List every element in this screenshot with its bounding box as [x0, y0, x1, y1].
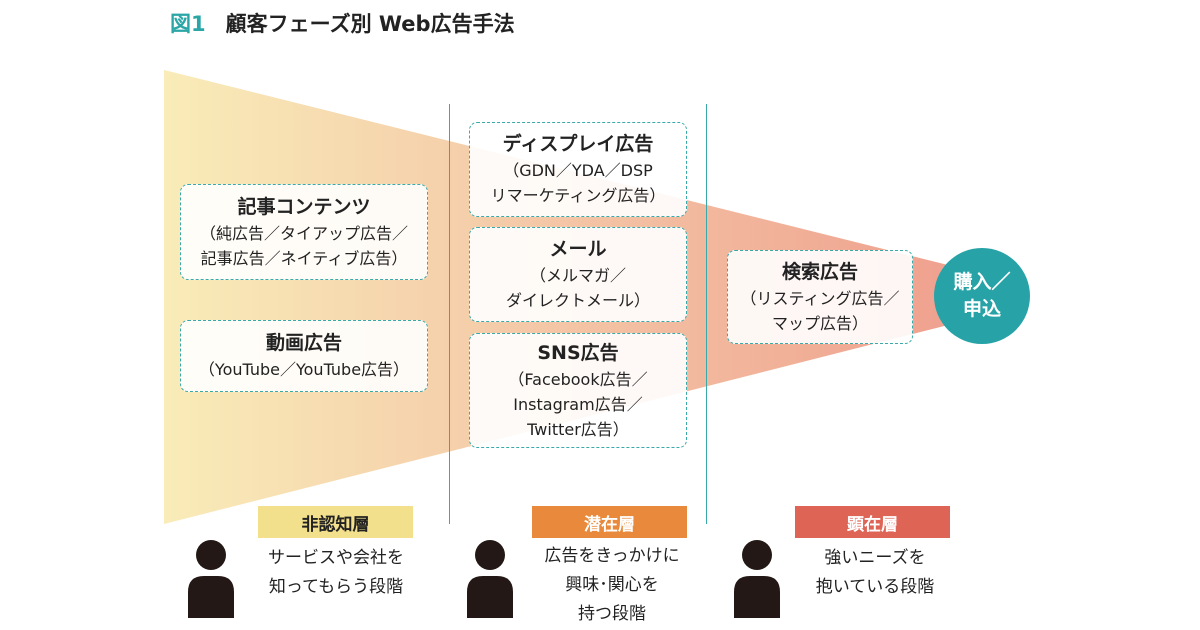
search-ad-box: 検索広告 （リスティング広告／ マップ広告）: [727, 250, 913, 344]
person-icon: [188, 540, 234, 618]
description-line: 強いニーズを: [824, 548, 926, 568]
stage-badge-unaware: 非認知層: [258, 506, 413, 538]
description-line: 抱いている段階: [815, 577, 935, 597]
person-icon: [734, 540, 780, 618]
stage-description-overt: 強いニーズを 抱いている段階: [790, 544, 960, 602]
purchase-goal-circle: 購入／ 申込: [934, 248, 1030, 344]
box-line: （メルマガ／: [529, 266, 626, 285]
stage-badge-latent: 潜在層: [532, 506, 687, 538]
box-line: リマーケティング広告）: [490, 186, 666, 205]
box-title: ディスプレイ広告: [502, 133, 654, 155]
box-title: 動画広告: [265, 332, 342, 354]
stage-label: 潜在層: [584, 514, 635, 535]
column-divider: [706, 104, 707, 524]
description-line: サービスや会社を: [268, 548, 404, 568]
display-ad-box: ディスプレイ広告 （GDN／YDA／DSP リマーケティング広告）: [469, 122, 687, 217]
column-divider: [449, 104, 450, 524]
box-line: （純広告／タイアップ広告／: [199, 223, 408, 243]
stage-description-unaware: サービスや会社を 知ってもらう段階: [250, 544, 422, 602]
mail-box: メール （メルマガ／ ダイレクトメール）: [469, 227, 687, 322]
goal-line: 購入／: [953, 271, 1011, 293]
box-line: ダイレクトメール）: [505, 291, 650, 310]
figure-title: 図1 顧客フェーズ別 Web広告手法: [170, 8, 515, 38]
box-line: マップ広告）: [771, 313, 868, 333]
box-line: Instagram広告／: [513, 394, 643, 414]
box-line: Twitter広告）: [527, 419, 629, 439]
box-line: （リスティング広告／: [740, 288, 900, 308]
title-text: 顧客フェーズ別 Web広告手法: [225, 12, 515, 36]
box-title: 検索広告: [781, 260, 858, 283]
article-content-box: 記事コンテンツ （純広告／タイアップ広告／ 記事広告／ネイティブ広告）: [180, 184, 428, 280]
stage-description-latent: 広告をきっかけに 興味･関心を 持つ段階: [526, 542, 698, 629]
box-title: SNS広告: [537, 341, 619, 364]
sns-ad-box: SNS広告 （Facebook広告／ Instagram広告／ Twitter広…: [469, 333, 687, 448]
box-line: （YouTube／YouTube広告）: [198, 360, 410, 379]
person-icon: [467, 540, 513, 618]
description-line: 持つ段階: [578, 604, 646, 624]
description-line: 興味･関心を: [565, 575, 659, 595]
video-ad-box: 動画広告 （YouTube／YouTube広告）: [180, 320, 428, 392]
box-title: メール: [549, 238, 607, 260]
description-line: 知ってもらう段階: [268, 577, 404, 597]
stage-label: 顕在層: [847, 514, 898, 535]
stage-badge-overt: 顕在層: [795, 506, 950, 538]
description-line: 広告をきっかけに: [544, 546, 680, 566]
box-title: 記事コンテンツ: [237, 195, 371, 218]
stage-label: 非認知層: [301, 514, 370, 535]
box-line: （GDN／YDA／DSP: [503, 161, 653, 180]
goal-line: 申込: [962, 298, 1001, 320]
box-line: （Facebook広告／: [508, 369, 648, 389]
box-line: 記事広告／ネイティブ広告）: [200, 248, 408, 268]
figure-number: 図1: [170, 12, 206, 36]
